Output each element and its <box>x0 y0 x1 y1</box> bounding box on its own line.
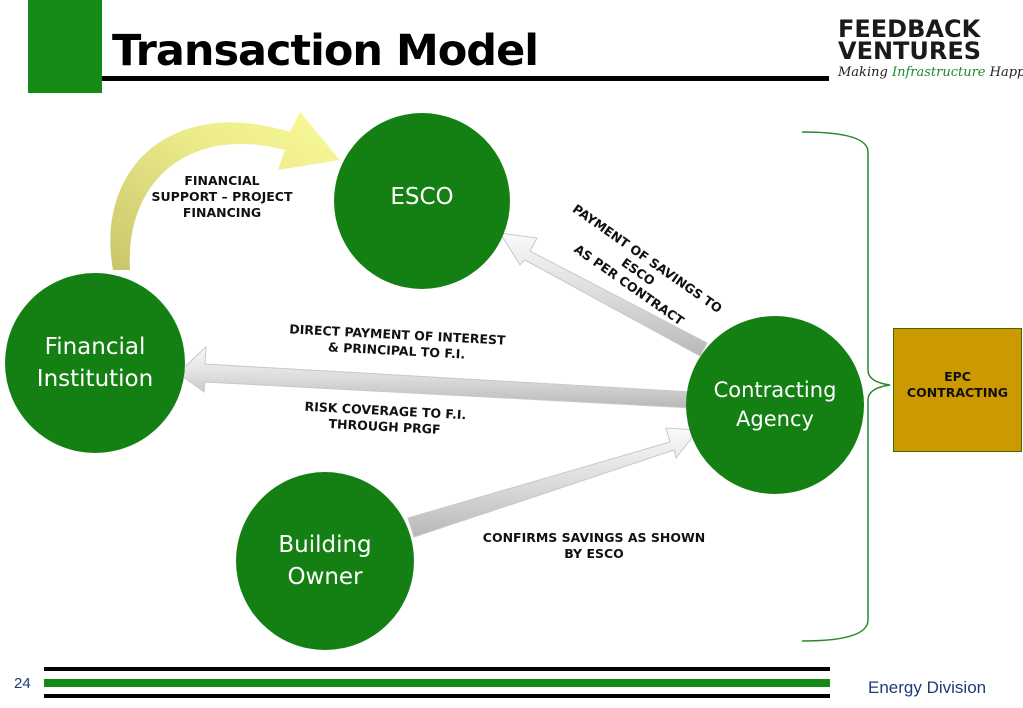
footer-bar-top <box>44 667 830 671</box>
footer-bar-bottom <box>44 694 830 698</box>
epc-contracting-box: EPC CONTRACTING <box>893 328 1022 452</box>
title-underline <box>102 76 829 81</box>
confirms-savings-arrow <box>407 427 699 538</box>
title-accent-block <box>28 0 102 93</box>
direct-payment-arrow <box>177 345 693 409</box>
scope-bracket <box>801 131 891 642</box>
financing-arrow <box>110 112 340 270</box>
company-logo: FEEDBACK VENTURES Making Infrastructure … <box>838 15 1023 93</box>
logo-line-1: FEEDBACK <box>838 15 981 43</box>
label-confirms-savings: CONFIRMS SAVINGS AS SHOWN BY ESCO <box>482 530 706 561</box>
footer-division: Energy Division <box>868 678 987 697</box>
node-esco: ESCO <box>334 113 510 289</box>
node-contracting-agency: Contracting Agency <box>686 316 864 494</box>
savings-payment-arrow <box>499 232 708 357</box>
page-title: Transaction Model <box>112 26 539 76</box>
node-building-owner: Building Owner <box>236 472 414 650</box>
label-financial-support: FINANCIAL SUPPORT – PROJECT FINANCING <box>151 173 293 220</box>
logo-tagline: Making Infrastructure Happen <box>838 65 1023 80</box>
logo-line-2: VENTURES <box>838 37 982 65</box>
footer-bar-middle <box>44 679 830 687</box>
node-financial-institution: Financial Institution <box>5 273 185 453</box>
page-number: 24 <box>14 675 31 692</box>
